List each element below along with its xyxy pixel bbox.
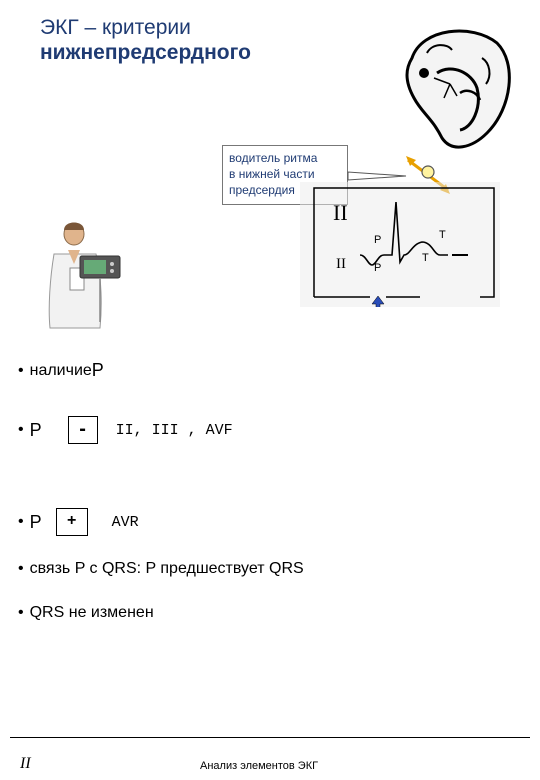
bullet-dot: • (18, 513, 24, 530)
doctor-illustration (48, 222, 121, 329)
bullet-p-presence-text: наличие (29, 361, 92, 379)
bullet-p-positive: • P + AVR (18, 508, 139, 536)
bullet-dot: • (18, 604, 24, 621)
bullet-dot: • (18, 361, 24, 379)
ecg-p-label-upper: P (374, 234, 382, 246)
title-line-1: ЭКГ – критерии (40, 16, 191, 39)
negative-leads: II, III , AVF (115, 421, 233, 439)
footer-divider (10, 737, 530, 738)
title-line-2: нижнепредсердного (40, 41, 251, 64)
positive-sign-box: + (55, 508, 88, 536)
bullet-qrs-unchanged: • QRS не изменен (18, 604, 154, 622)
bullet-p-positive-letter: P (29, 511, 42, 532)
bullet-p-presence: • наличие P (18, 360, 104, 381)
ecg-t-label-lower: T (422, 252, 429, 264)
ecg-tracing (300, 182, 500, 307)
pacemaker-callout: водитель ритма в нижней части предсердия (222, 145, 348, 205)
bullet-p-negative-letter: P (29, 419, 42, 440)
ecg-lead-label-small: II (336, 256, 346, 272)
footer-title: Анализ элементов ЭКГ (200, 760, 319, 772)
bullet-dot: • (18, 421, 24, 438)
ecg-p-label-lower: P (374, 262, 382, 274)
bullet-dot: • (18, 560, 24, 577)
ecg-t-label-upper: T (439, 229, 446, 241)
bullet-qrs-unchanged-text: QRS не изменен (29, 604, 154, 621)
bullet-p-qrs-relation: • связь P с QRS: P предшествует QRS (18, 560, 304, 578)
callout-line-1: водитель ритма (229, 151, 318, 165)
bullet-p-negative: • P - II, III , AVF (18, 416, 233, 444)
heart-illustration (405, 29, 511, 149)
footer-section-number: II (20, 755, 31, 772)
callout-line-2: в нижней части (229, 167, 315, 181)
callout-line-3: предсердия (229, 183, 295, 197)
negative-sign-box: - (67, 416, 98, 444)
positive-leads: AVR (111, 513, 139, 531)
bullet-p-presence-letter: P (91, 360, 104, 380)
ecg-lead-label-large: II (333, 200, 348, 225)
bullet-p-qrs-relation-text: связь P с QRS: P предшествует QRS (29, 560, 304, 577)
